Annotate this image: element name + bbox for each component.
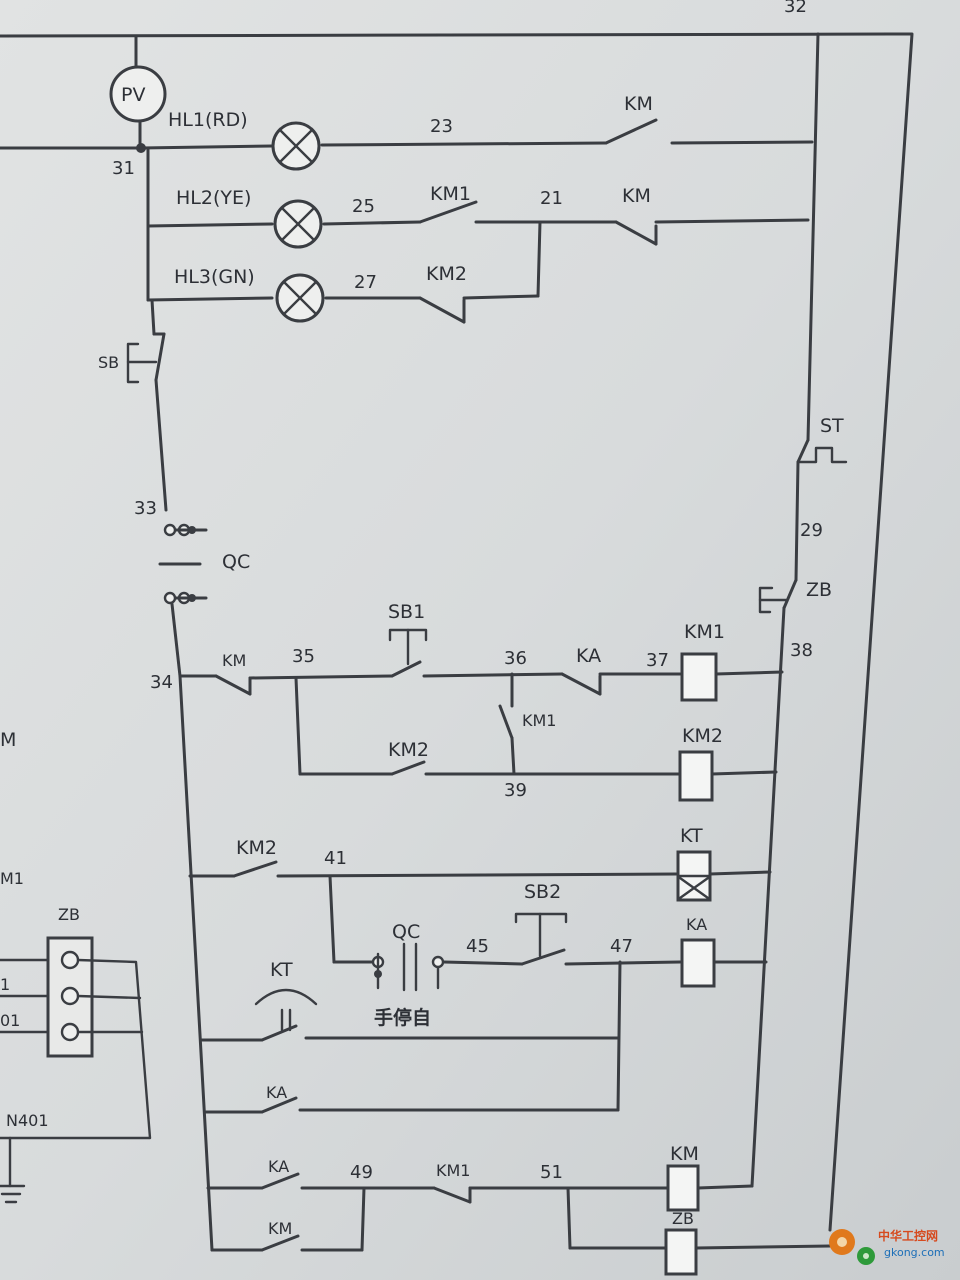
lamp-hl3 (275, 273, 325, 323)
km2-contact-r3-label: KM2 (236, 837, 277, 859)
left-m-label: M (0, 729, 16, 751)
node-23-label: 23 (430, 116, 453, 137)
node-49-label: 49 (350, 1162, 373, 1183)
terminal-1-label: 1 (0, 975, 10, 994)
node-35-label: 35 (292, 646, 315, 667)
km1-coil-label: KM1 (684, 621, 725, 643)
rung-km1: KM 35 SB1 36 KA 37 KM1 (178, 601, 784, 702)
rung-km: KA 49 KM1 51 KM (206, 1143, 754, 1252)
node-29-label: 29 (800, 520, 823, 541)
node-27-label: 27 (354, 272, 377, 293)
lamp-hl2 (273, 199, 323, 249)
pv-label: PV (121, 84, 145, 106)
km2-contact-label: KM2 (426, 263, 467, 285)
node-21-label: 21 (540, 188, 563, 209)
node-45-label: 45 (466, 936, 489, 957)
rung-kt: KM2 41 KT (188, 825, 772, 902)
node-34-label: 34 (150, 672, 173, 693)
gear-logo-icon (829, 1229, 875, 1265)
left-edge-fragment: M M1 ZB 1 01 N401 (0, 729, 152, 1204)
ka-contact-r6-label: KA (268, 1157, 289, 1176)
sb-label: SB (98, 353, 119, 372)
control-bus-right: ST 29 ZB 38 32 (750, 0, 848, 1188)
rung-zb: KM ZB (210, 1209, 832, 1276)
sb1-label: SB1 (388, 601, 425, 623)
node-39-label: 39 (504, 780, 527, 801)
km1-contact-r6-label: KM1 (436, 1161, 470, 1180)
hl1-label: HL1(RD) (168, 109, 248, 131)
zb-switch-label: ZB (806, 579, 832, 601)
qc-selector-switch: 33 QC (134, 498, 250, 605)
node-32-label: 32 (784, 0, 807, 17)
km-contact-r1-label: KM (222, 651, 246, 670)
zb-block-label: ZB (58, 905, 80, 924)
km-coil-label: KM (670, 1143, 699, 1165)
node-41-label: 41 (324, 848, 347, 869)
km-contact-label-2: KM (622, 185, 651, 207)
node-38-label: 38 (790, 640, 813, 661)
zb-coil (664, 1228, 698, 1276)
terminal-01-label: 01 (0, 1011, 20, 1030)
rung-kt-contact: KT (200, 959, 622, 1112)
rung-km2: KM1 KM2 39 KM2 (294, 672, 778, 802)
sb-button-branch: SB (98, 298, 168, 512)
km1-coil (680, 652, 718, 702)
node-31-label: 31 (112, 158, 135, 179)
qc-switch-label: QC (392, 921, 420, 943)
node-37-label: 37 (646, 650, 669, 671)
lamp-hl1 (271, 121, 321, 171)
control-bus-left: 34 (150, 602, 214, 1252)
node-51-label: 51 (540, 1162, 563, 1183)
qc-label: QC (222, 551, 250, 573)
node-47-label: 47 (610, 936, 633, 957)
rung-ka-hold: KA (204, 1083, 620, 1114)
hand-stop-auto-label: 手停自 (374, 1006, 431, 1029)
site-watermark: 中华工控网 gkong.com (829, 1228, 945, 1265)
zb-coil-label: ZB (672, 1209, 694, 1228)
n401-label: N401 (6, 1111, 49, 1130)
km1-contact-label: KM1 (430, 183, 471, 205)
ka-contact-r5-label: KA (266, 1083, 287, 1102)
left-m1-label: M1 (0, 869, 24, 888)
ka-coil-label: KA (686, 915, 707, 934)
supply-rails (0, 32, 914, 1232)
voltmeter-pv: PV (109, 65, 167, 123)
watermark-url: gkong.com (884, 1246, 945, 1259)
node-25-label: 25 (352, 196, 375, 217)
kt-contact-label: KT (270, 959, 293, 981)
rung-ka: QC 手停自 SB2 45 47 KA (328, 874, 768, 1029)
km2-coil-label: KM2 (682, 725, 723, 747)
km-contact-r7-label: KM (268, 1219, 292, 1238)
sb2-label: SB2 (524, 881, 561, 903)
node-36-label: 36 (504, 648, 527, 669)
km2-coil (678, 750, 714, 802)
km-coil (666, 1164, 700, 1212)
km1-contact-r2-label: KM1 (522, 711, 556, 730)
km-contact-label-1: KM (624, 93, 653, 115)
ka-coil (680, 938, 716, 988)
watermark-brand: 中华工控网 (878, 1228, 938, 1243)
node-33-label: 33 (134, 498, 157, 519)
hl2-label: HL2(YE) (176, 187, 251, 209)
km2-contact-r2-label: KM2 (388, 739, 429, 761)
hl3-label: HL3(GN) (174, 266, 255, 288)
st-label: ST (820, 415, 844, 437)
ka-contact-r1-label: KA (576, 645, 601, 667)
lamp-rows: HL1(RD) HL2(YE) HL3(GN) 31 23 25 27 21 K… (112, 93, 814, 324)
kt-coil-label: KT (680, 825, 703, 847)
